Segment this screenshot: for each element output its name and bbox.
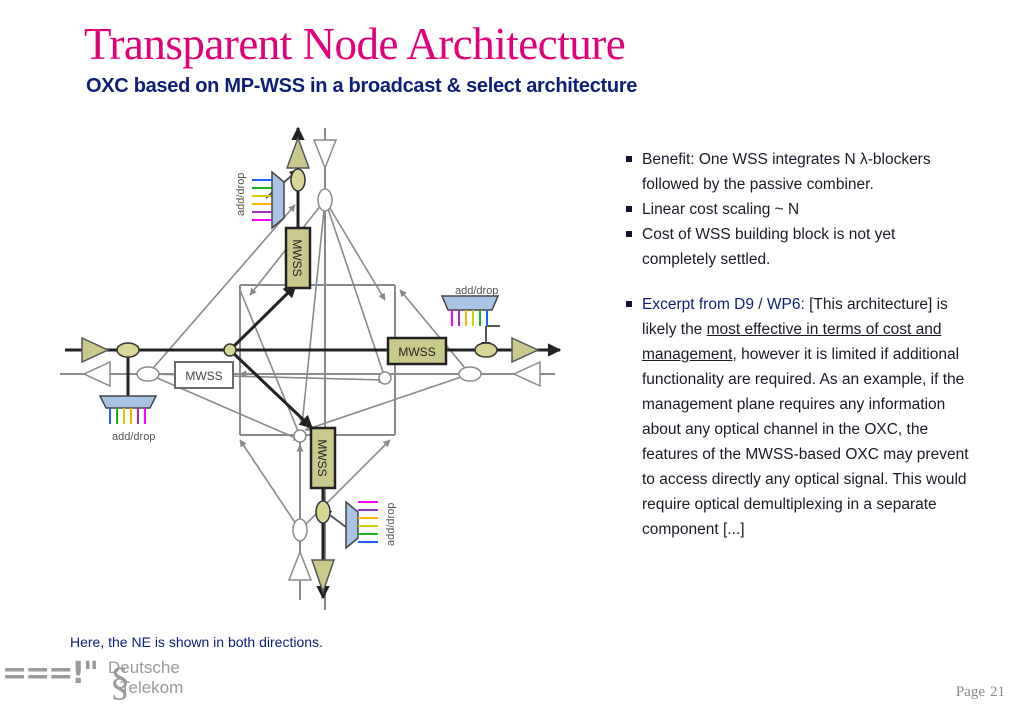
- bullet-text: , however it is limited if additional fu…: [642, 346, 969, 538]
- bullet-text: Linear cost scaling ~ N: [642, 201, 800, 218]
- page-title: Transparent Node Architecture: [84, 19, 626, 69]
- mwss-left: MWSS: [174, 361, 234, 389]
- page-value: 21: [990, 684, 1005, 700]
- excerpt-source: Excerpt from D9 / WP6:: [642, 296, 805, 313]
- bullet-excerpt: Excerpt from D9 / WP6: [This architectur…: [624, 292, 969, 542]
- amplifiers-reverse: [82, 139, 541, 581]
- forward-direction-fibers: [65, 126, 562, 600]
- page-label: Page: [955, 684, 985, 700]
- couplers-forward: [116, 168, 498, 524]
- bullet-marker: [626, 231, 632, 237]
- add-drop-label: add/drop: [385, 503, 397, 546]
- bullet-benefit: Benefit: One WSS integrates N λ-blockers…: [624, 147, 969, 197]
- diagram-caption: Here, the NE is shown in both directions…: [70, 634, 323, 650]
- page-subtitle: OXC based on MP-WSS in a broadcast & sel…: [86, 75, 638, 97]
- bullet-marker: [626, 301, 632, 307]
- add-drop-label: add/drop: [235, 173, 247, 216]
- bullet-text: -blockers followed by the passive combin…: [642, 151, 931, 193]
- page-number: Page 21: [951, 684, 1005, 701]
- add-drop-bottom: add/drop: [345, 500, 397, 550]
- bullet-text: [This architecture] is likely the: [642, 296, 948, 338]
- bullet-cost-scaling: Linear cost scaling ~ N: [624, 197, 969, 222]
- bullet-list: Benefit: One WSS integrates N λ-blockers…: [624, 147, 969, 542]
- mwss-right: MWSS: [386, 336, 448, 366]
- logo-t-glyph: §: [110, 659, 130, 704]
- oxc-diagram: MWSS MWSS MWSS MWSS add/drop: [60, 126, 562, 610]
- bullet-cost-wss: Cost of WSS building block is not yet co…: [624, 222, 969, 272]
- mwss-label: MWSS: [398, 345, 435, 359]
- mwss-label: MWSS: [290, 239, 304, 276]
- logo-name-line1: Deutsche: [108, 658, 180, 677]
- mwss-top: MWSS: [284, 226, 312, 290]
- bullet-marker: [626, 206, 632, 212]
- logo-name-line2: Telekom: [120, 678, 184, 697]
- deutsche-telekom-logo: ===!" § Deutsche Telekom: [2, 654, 202, 704]
- bullet-text: Cost of WSS building block is not yet co…: [642, 226, 896, 268]
- mwss-label: MWSS: [185, 369, 222, 383]
- mwss-label: MWSS: [315, 439, 329, 476]
- amplifiers-forward: [81, 135, 540, 595]
- bullet-text: Benefit: One WSS integrates N: [642, 151, 860, 168]
- add-drop-label: add/drop: [455, 285, 498, 297]
- add-drop-label: add/drop: [112, 431, 155, 443]
- add-drop-top: add/drop: [235, 170, 285, 230]
- underlined-phrase: most effective in terms of cost and mana…: [642, 321, 942, 363]
- add-drop-right: add/drop: [440, 285, 500, 326]
- lambda-symbol: λ: [859, 151, 868, 168]
- mwss-bottom: MWSS: [309, 426, 337, 490]
- bullet-marker: [626, 156, 632, 162]
- logo-mark: ===!": [2, 656, 99, 691]
- add-drop-left: add/drop: [98, 395, 158, 443]
